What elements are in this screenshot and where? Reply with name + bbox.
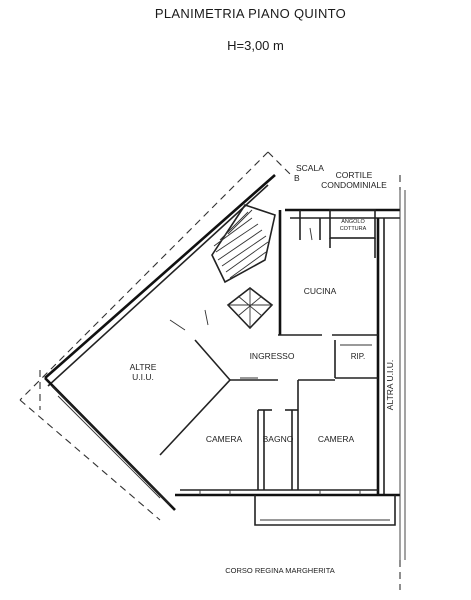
other-unit-diagonal-walls (19, 174, 276, 521)
elevator-shaft (226, 286, 274, 330)
label-ingresso: INGRESSO (250, 351, 295, 361)
label-cottura: COTTURA (340, 226, 367, 232)
label-altra-uiu: ALTRA U.I.U. (385, 360, 395, 410)
boundary-dash-diagonal (19, 151, 269, 401)
ceiling-height-label: H=3,00 m (227, 38, 284, 53)
plan-title: PLANIMETRIA PIANO QUINTO (154, 6, 347, 21)
label-altre: ALTRE (130, 362, 157, 372)
apartment-walls (159, 210, 400, 526)
label-scala: SCALA (296, 163, 324, 173)
label-angolo: ANGOLO (341, 219, 365, 225)
boundary-dash-top (267, 151, 291, 175)
courtyard-walls (285, 208, 400, 240)
staircase (211, 204, 276, 284)
label-camera-left: CAMERA (206, 434, 243, 444)
right-boundary (399, 175, 406, 590)
label-condominiale: CONDOMINIALE (321, 180, 387, 190)
label-street: CORSO REGINA MARGHERITA (225, 566, 334, 575)
label-camera-right: CAMERA (318, 434, 355, 444)
label-cucina: CUCINA (304, 286, 337, 296)
label-bagno: BAGNO (263, 434, 294, 444)
label-cortile: CORTILE (336, 170, 373, 180)
label-uiu: U.I.U. (132, 372, 154, 382)
label-scala-b: B (294, 173, 300, 183)
label-ripostiglio: RIP. (351, 352, 366, 361)
